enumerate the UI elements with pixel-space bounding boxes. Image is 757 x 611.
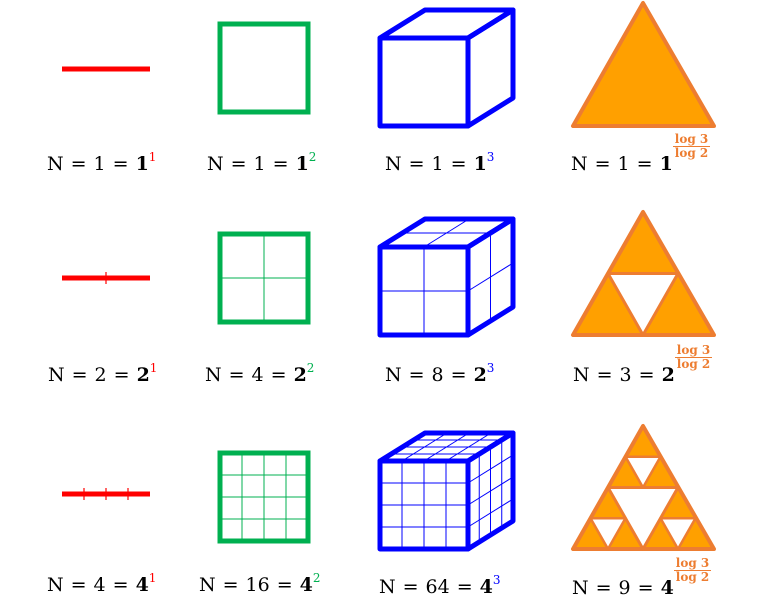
sierpinski-triangle-0 bbox=[571, 1, 716, 128]
equation-line-1: N=1=11 bbox=[47, 150, 157, 175]
square-2 bbox=[217, 231, 311, 325]
cube-3 bbox=[377, 430, 516, 552]
equation-cube-3: N=64=43 bbox=[379, 573, 501, 598]
equation-line-3: N=4=41 bbox=[47, 571, 157, 596]
equation-square-1: N=1=12 bbox=[207, 150, 317, 175]
equation-line-2: N=2=21 bbox=[48, 361, 158, 386]
equation-cube-1: N=1=13 bbox=[385, 150, 495, 175]
line-segment-2 bbox=[62, 272, 150, 284]
sierpinski-triangle-2 bbox=[571, 424, 716, 551]
square-3 bbox=[217, 450, 311, 544]
square-1 bbox=[217, 21, 311, 115]
cube-2 bbox=[377, 216, 516, 338]
cube-1 bbox=[377, 7, 516, 129]
line-segment-3 bbox=[62, 488, 150, 500]
equation-square-3: N=16=42 bbox=[199, 571, 321, 596]
equation-cube-2: N=8=23 bbox=[385, 361, 495, 386]
sierpinski-triangle-1 bbox=[571, 210, 716, 337]
equation-square-2: N=4=22 bbox=[205, 361, 315, 386]
